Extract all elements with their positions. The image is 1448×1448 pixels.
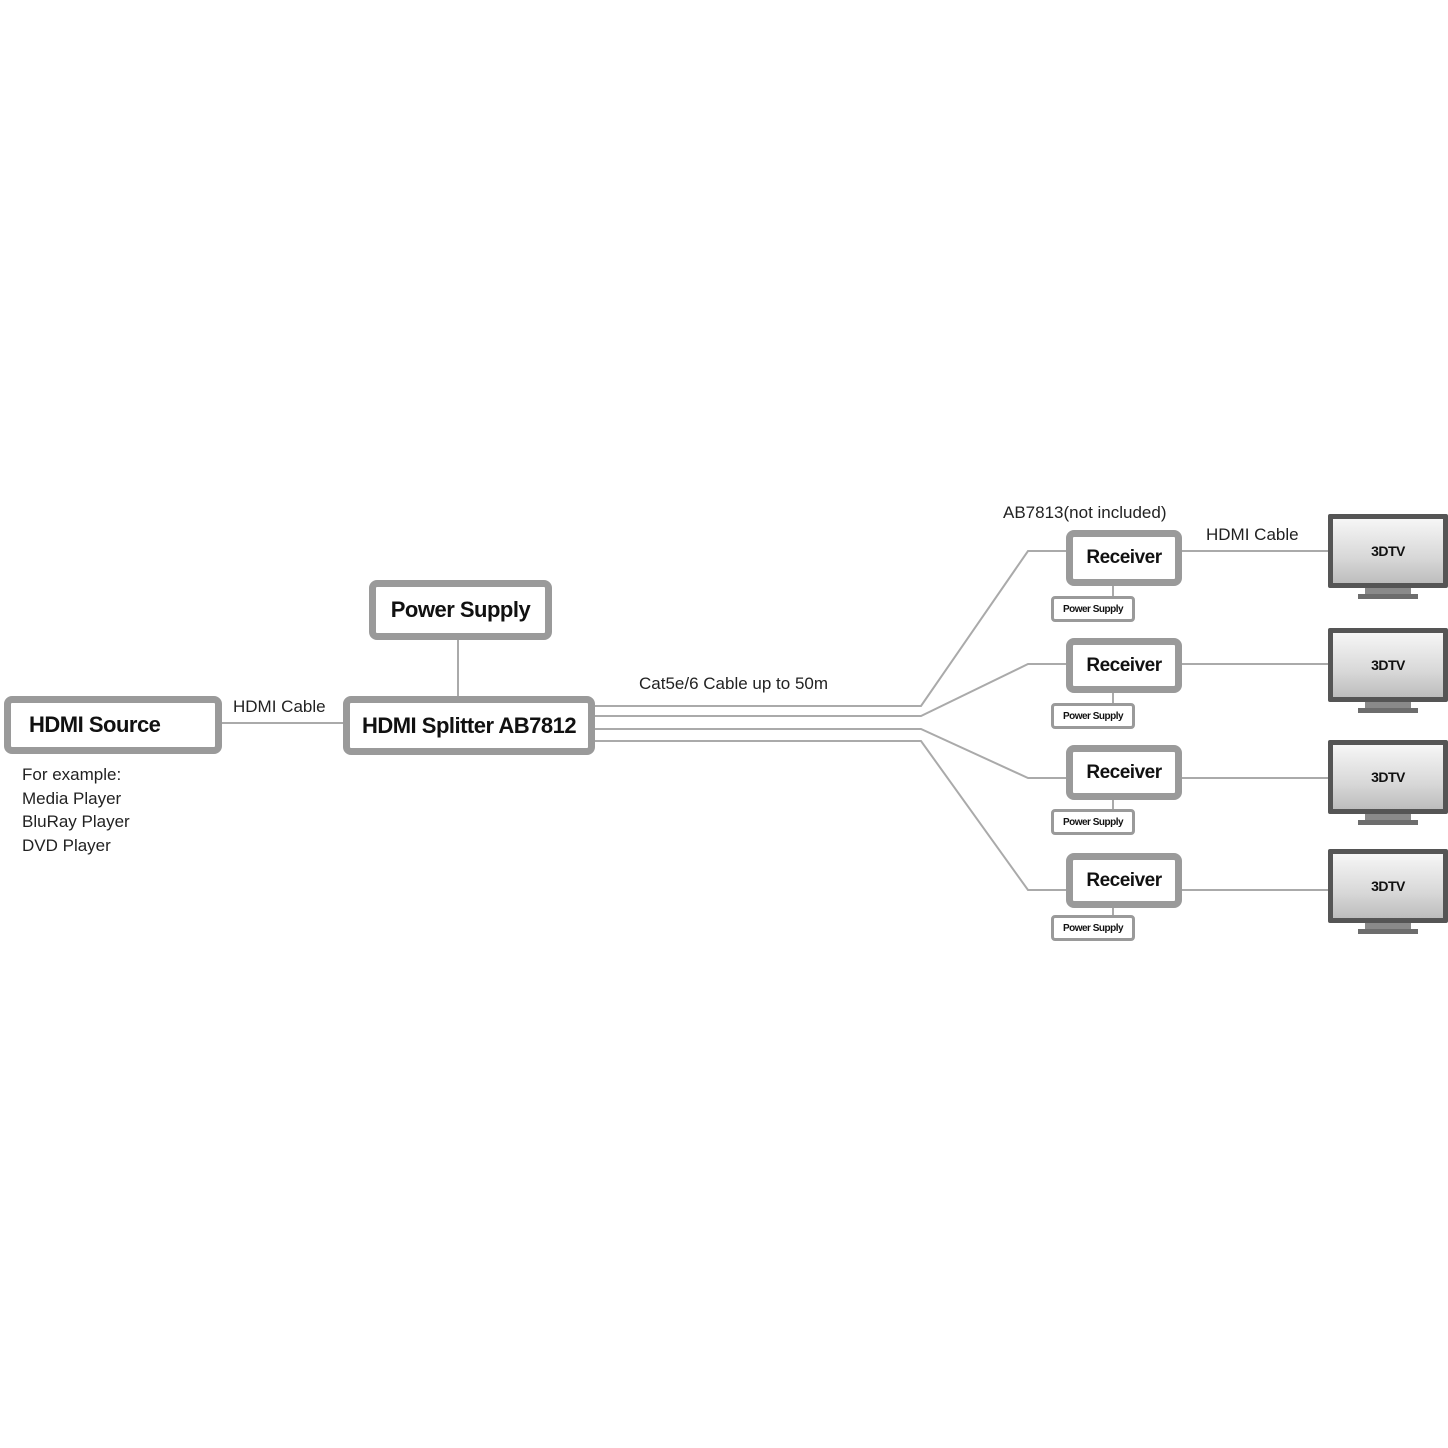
cat-cable-label: Cat5e/6 Cable up to 50m bbox=[639, 674, 829, 693]
receiver-power-supply: Power Supply bbox=[1051, 703, 1135, 729]
receiver-power-supply: Power Supply bbox=[1051, 915, 1135, 941]
example-dvd-player: DVD Player bbox=[22, 835, 111, 855]
tv-stand-neck bbox=[1365, 588, 1411, 594]
tv: 3DTV bbox=[1328, 514, 1448, 604]
receiver-box: Receiver bbox=[1066, 530, 1182, 586]
hdmi-cable-label-in: HDMI Cable bbox=[233, 697, 326, 716]
tv-label: 3DTV bbox=[1371, 878, 1405, 894]
tv-screen: 3DTV bbox=[1328, 740, 1448, 814]
hdmi-splitter-title: HDMI Splitter AB7812 bbox=[361, 712, 577, 738]
receiver-title: Receiver bbox=[1086, 761, 1162, 783]
source-examples: For example: Media Player BluRay Player … bbox=[22, 763, 130, 857]
hdmi-splitter-box: HDMI Splitter AB7812 bbox=[343, 696, 595, 755]
receiver-box: Receiver bbox=[1066, 853, 1182, 908]
hdmi-source-title: HDMI Source bbox=[29, 712, 161, 737]
receiver-power-supply: Power Supply bbox=[1051, 596, 1135, 622]
receiver-title: Receiver bbox=[1086, 654, 1162, 676]
receiver-box: Receiver bbox=[1066, 638, 1182, 693]
tv-screen: 3DTV bbox=[1328, 849, 1448, 923]
receiver-power-label: Power Supply bbox=[1062, 816, 1124, 828]
hdmi-cable-label-out: HDMI Cable bbox=[1206, 525, 1299, 544]
tv-stand-base bbox=[1358, 820, 1418, 825]
receiver-power-label: Power Supply bbox=[1062, 922, 1124, 934]
tv-label: 3DTV bbox=[1371, 769, 1405, 785]
tv-stand-base bbox=[1358, 929, 1418, 934]
receiver-box: Receiver bbox=[1066, 745, 1182, 800]
tv-stand-neck bbox=[1365, 923, 1411, 929]
power-supply-box: Power Supply bbox=[369, 580, 552, 640]
cat-cable-4 bbox=[592, 740, 1068, 891]
tv-screen: 3DTV bbox=[1328, 514, 1448, 588]
tv-stand-base bbox=[1358, 708, 1418, 713]
receiver-power-label: Power Supply bbox=[1062, 603, 1124, 615]
receiver-power-supply: Power Supply bbox=[1051, 809, 1135, 835]
examples-heading: For example: bbox=[22, 765, 122, 784]
cat-cable-1 bbox=[592, 550, 1068, 707]
tv: 3DTV bbox=[1328, 849, 1448, 939]
tv: 3DTV bbox=[1328, 628, 1448, 718]
tv-stand-neck bbox=[1365, 814, 1411, 820]
power-supply-title: Power Supply bbox=[390, 597, 531, 622]
tv-stand-neck bbox=[1365, 702, 1411, 708]
tv: 3DTV bbox=[1328, 740, 1448, 830]
receiver-power-label: Power Supply bbox=[1062, 710, 1124, 722]
hdmi-source-box: HDMI Source bbox=[4, 696, 222, 754]
example-bluray-player: BluRay Player bbox=[22, 812, 130, 831]
cat-cable-2 bbox=[592, 663, 1068, 717]
example-media-player: Media Player bbox=[22, 788, 122, 808]
receiver-title: Receiver bbox=[1086, 547, 1162, 568]
receiver-model-label: AB7813(not included) bbox=[1003, 503, 1167, 522]
tv-label: 3DTV bbox=[1371, 543, 1405, 559]
tv-stand-base bbox=[1358, 594, 1418, 599]
tv-label: 3DTV bbox=[1371, 657, 1405, 673]
tv-screen: 3DTV bbox=[1328, 628, 1448, 702]
receiver-title: Receiver bbox=[1086, 869, 1162, 891]
cat-cable-3 bbox=[592, 728, 1068, 779]
